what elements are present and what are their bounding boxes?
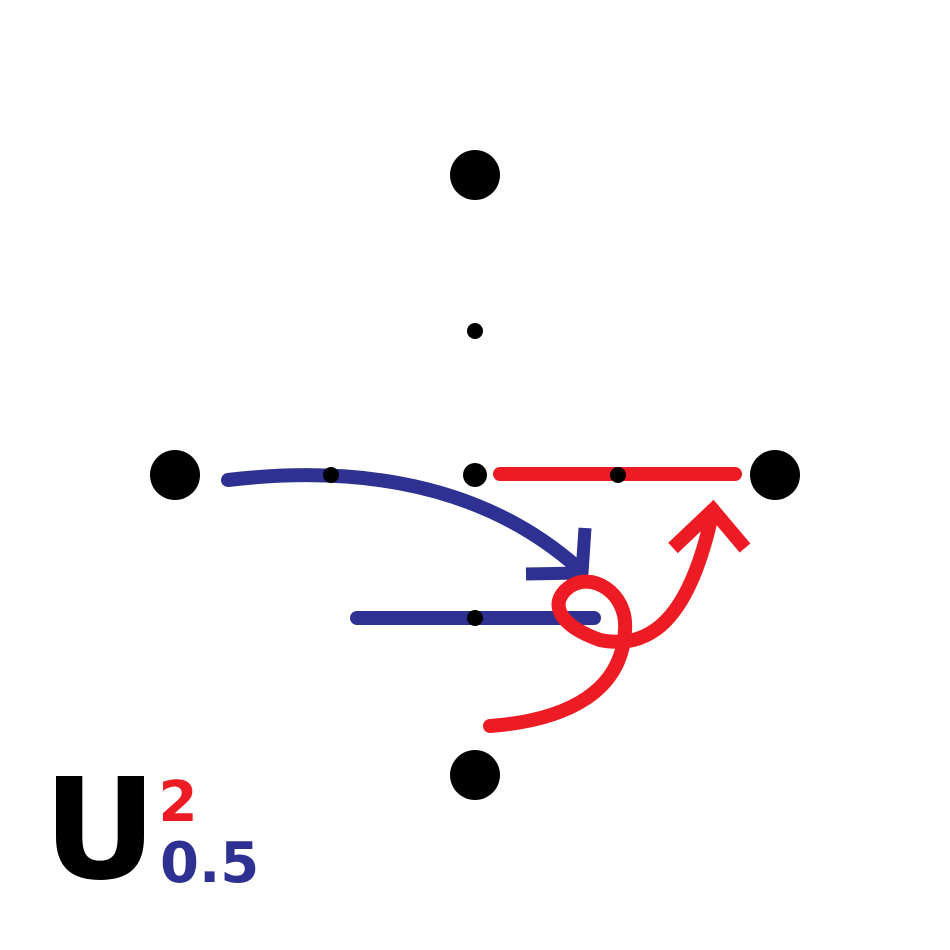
label-superscript: 2: [159, 770, 198, 835]
label-subscript: 0.5: [160, 831, 259, 896]
small-dot-blue-bar: [467, 610, 483, 626]
vertex-top: [450, 150, 500, 200]
red-arrowhead: [668, 499, 751, 554]
small-dot-upper: [467, 323, 483, 339]
vertex-bottom: [450, 750, 500, 800]
small-dot-center: [463, 463, 487, 487]
blue-curved-arrow-shaft: [221, 468, 585, 575]
vertex-left: [150, 450, 200, 500]
blue-arrowhead: [525, 527, 592, 581]
label-symbol: U: [43, 749, 157, 912]
red-loop-arrow-shaft: [483, 503, 720, 733]
small-dot-blue-arrow: [323, 467, 339, 483]
small-dot-red-bar: [610, 467, 626, 483]
vertex-right: [750, 450, 800, 500]
